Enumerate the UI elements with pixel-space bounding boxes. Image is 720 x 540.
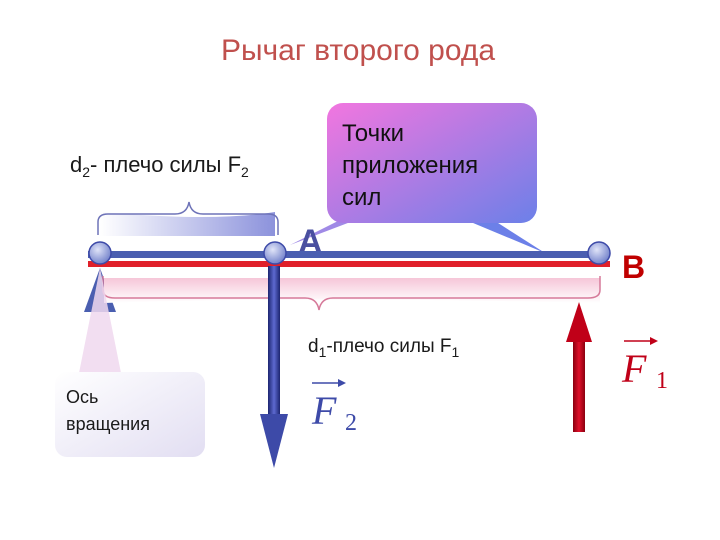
axis-callout-line-2: вращения	[66, 414, 150, 434]
d2-arm-label: d2- плечо силы F2	[70, 152, 249, 180]
pivot-knob	[88, 241, 112, 265]
force-f2-arrow-shaft	[268, 266, 280, 416]
force-f1-arrow-head	[566, 302, 592, 342]
application-points-callout	[327, 103, 537, 223]
f1-vector-tip	[650, 337, 658, 345]
d1-brace	[102, 276, 601, 311]
f2-vector-tip	[338, 379, 346, 387]
callout-line-3: сил	[342, 184, 381, 211]
d1-shaded-region	[104, 278, 600, 303]
d2-shaded-region	[100, 212, 275, 236]
force-f1-arrow-shaft	[573, 340, 585, 432]
d2-brace	[97, 201, 279, 235]
point-b-label: B	[622, 249, 645, 285]
callout-line-1: Точки	[342, 120, 404, 147]
point-b-knob	[587, 241, 611, 265]
f1-vector-index: 1	[656, 368, 668, 394]
axis-of-rotation-callout	[55, 372, 205, 457]
axis-callout-pointer	[78, 268, 122, 378]
callout-line-2: приложения	[342, 152, 478, 179]
d1-arm-label: d1-плечо силы F1	[308, 336, 460, 360]
point-a-knob	[263, 241, 287, 265]
axis-callout-line-1: Ось	[66, 387, 98, 407]
f2-vector-letter: F	[311, 388, 337, 433]
lever-blue-bar	[88, 251, 604, 258]
f2-vector-index: 2	[345, 410, 357, 436]
diagram-title: Рычаг второго рода	[221, 34, 495, 67]
force-f2-arrow-head	[260, 414, 288, 468]
f1-vector-letter: F	[621, 346, 647, 391]
lever-red-bar	[88, 261, 610, 267]
